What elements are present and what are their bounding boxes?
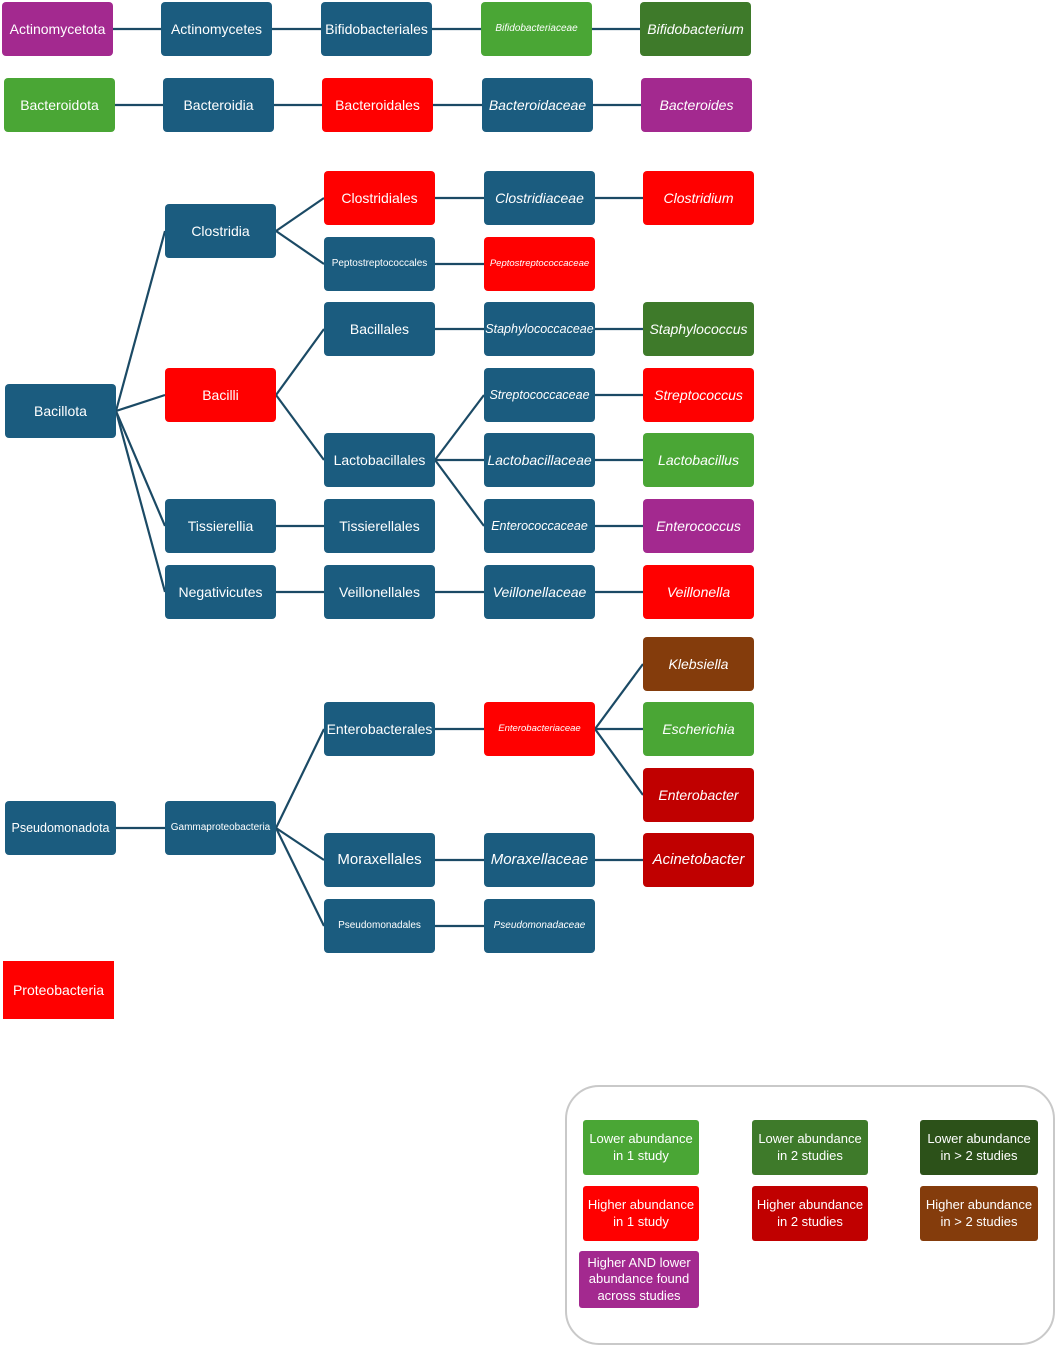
edge-gammaproteobacteria-to-pseudomonadales — [275, 827, 325, 927]
node-lactobacillaceae: Lactobacillaceae — [484, 433, 595, 487]
node-enterobacter: Enterobacter — [643, 768, 754, 822]
node-bacteroidaceae: Bacteroidaceae — [482, 78, 593, 132]
edge-lactobacillales-to-streptococcaceae — [434, 394, 485, 461]
edge-clostridia-to-clostridiales — [275, 197, 325, 232]
node-bacteroidota: Bacteroidota — [4, 78, 115, 132]
node-bifidobacteriaceae: Bifidobacteriaceae — [481, 2, 592, 56]
node-staphylococcaceae: Staphylococcaceae — [484, 302, 595, 356]
node-pseudomonadales: Pseudomonadales — [324, 899, 435, 953]
node-proteobacteria: Proteobacteria — [3, 961, 114, 1019]
node-negativicutes: Negativicutes — [165, 565, 276, 619]
node-moraxellales: Moraxellales — [324, 833, 435, 887]
node-acinetobacter: Acinetobacter — [643, 833, 754, 887]
node-clostridia: Clostridia — [165, 204, 276, 258]
node-moraxellaceae: Moraxellaceae — [484, 833, 595, 887]
edge-enterobacteriaceae-to-enterobacter — [594, 728, 644, 796]
node-enterococcus: Enterococcus — [643, 499, 754, 553]
node-peptostreptococcaceae: Peptostreptococcaceae — [484, 237, 595, 291]
node-bacillales: Bacillales — [324, 302, 435, 356]
node-veillonella: Veillonella — [643, 565, 754, 619]
node-clostridiales: Clostridiales — [324, 171, 435, 225]
node-peptostreptococcales: Peptostreptococcales — [324, 237, 435, 291]
node-staphylococcus: Staphylococcus — [643, 302, 754, 356]
node-lactobacillales: Lactobacillales — [324, 433, 435, 487]
node-bacillota: Bacillota — [5, 384, 116, 438]
edge-lactobacillales-to-enterococcaceae — [434, 459, 485, 527]
node-clostridiaceae: Clostridiaceae — [484, 171, 595, 225]
node-clostridium: Clostridium — [643, 171, 754, 225]
edge-clostridia-to-peptostreptococcales — [275, 230, 325, 265]
legend-higher-more-studies: Higher abundance in > 2 studies — [920, 1186, 1038, 1241]
edge-bacillota-to-bacilli — [115, 393, 166, 413]
node-bacteroides: Bacteroides — [641, 78, 752, 132]
legend-higher-2-studies: Higher abundance in 2 studies — [752, 1186, 868, 1241]
node-bacteroidales: Bacteroidales — [322, 78, 433, 132]
edge-enterobacteriaceae-to-klebsiella — [594, 663, 644, 730]
node-enterobacteriaceae: Enterobacteriaceae — [484, 702, 595, 756]
node-tissierellia: Tissierellia — [165, 499, 276, 553]
node-actinomycetes: Actinomycetes — [161, 2, 272, 56]
edge-gammaproteobacteria-to-enterobacterales — [275, 728, 325, 829]
legend-mixed-abundance: Higher AND lower abundance found across … — [579, 1251, 699, 1308]
node-pseudomonadaceae: Pseudomonadaceae — [484, 899, 595, 953]
edge-bacilli-to-bacillales — [275, 328, 325, 396]
node-klebsiella: Klebsiella — [643, 637, 754, 691]
node-bifidobacterium: Bifidobacterium — [640, 2, 751, 56]
node-escherichia: Escherichia — [643, 702, 754, 756]
node-actinomycetota: Actinomycetota — [2, 2, 113, 56]
node-enterococcaceae: Enterococcaceae — [484, 499, 595, 553]
node-tissierellales: Tissierellales — [324, 499, 435, 553]
node-enterobacterales: Enterobacterales — [324, 702, 435, 756]
legend-lower-more-studies: Lower abundance in > 2 studies — [920, 1120, 1038, 1175]
node-gammaproteobacteria: Gammaproteobacteria — [165, 801, 276, 855]
node-streptococcus: Streptococcus — [643, 368, 754, 422]
legend-lower-1-study: Lower abundance in 1 study — [583, 1120, 699, 1175]
legend-higher-1-study: Higher abundance in 1 study — [583, 1186, 699, 1241]
node-bacilli: Bacilli — [165, 368, 276, 422]
edge-bacillota-to-negativicutes — [114, 410, 167, 593]
node-veillonellales: Veillonellales — [324, 565, 435, 619]
edge-bacillota-to-clostridia — [114, 230, 167, 412]
legend-lower-2-studies: Lower abundance in 2 studies — [752, 1120, 868, 1175]
edge-gammaproteobacteria-to-moraxellales — [275, 827, 325, 861]
node-bacteroidia: Bacteroidia — [163, 78, 274, 132]
node-veillonellaceae: Veillonellaceae — [484, 565, 595, 619]
node-pseudomonadota: Pseudomonadota — [5, 801, 116, 855]
edge-bacilli-to-lactobacillales — [275, 394, 325, 461]
edge-bacillota-to-tissierellia — [114, 410, 167, 527]
node-streptococcaceae: Streptococcaceae — [484, 368, 595, 422]
node-lactobacillus: Lactobacillus — [643, 433, 754, 487]
node-bifidobacteriales: Bifidobacteriales — [321, 2, 432, 56]
